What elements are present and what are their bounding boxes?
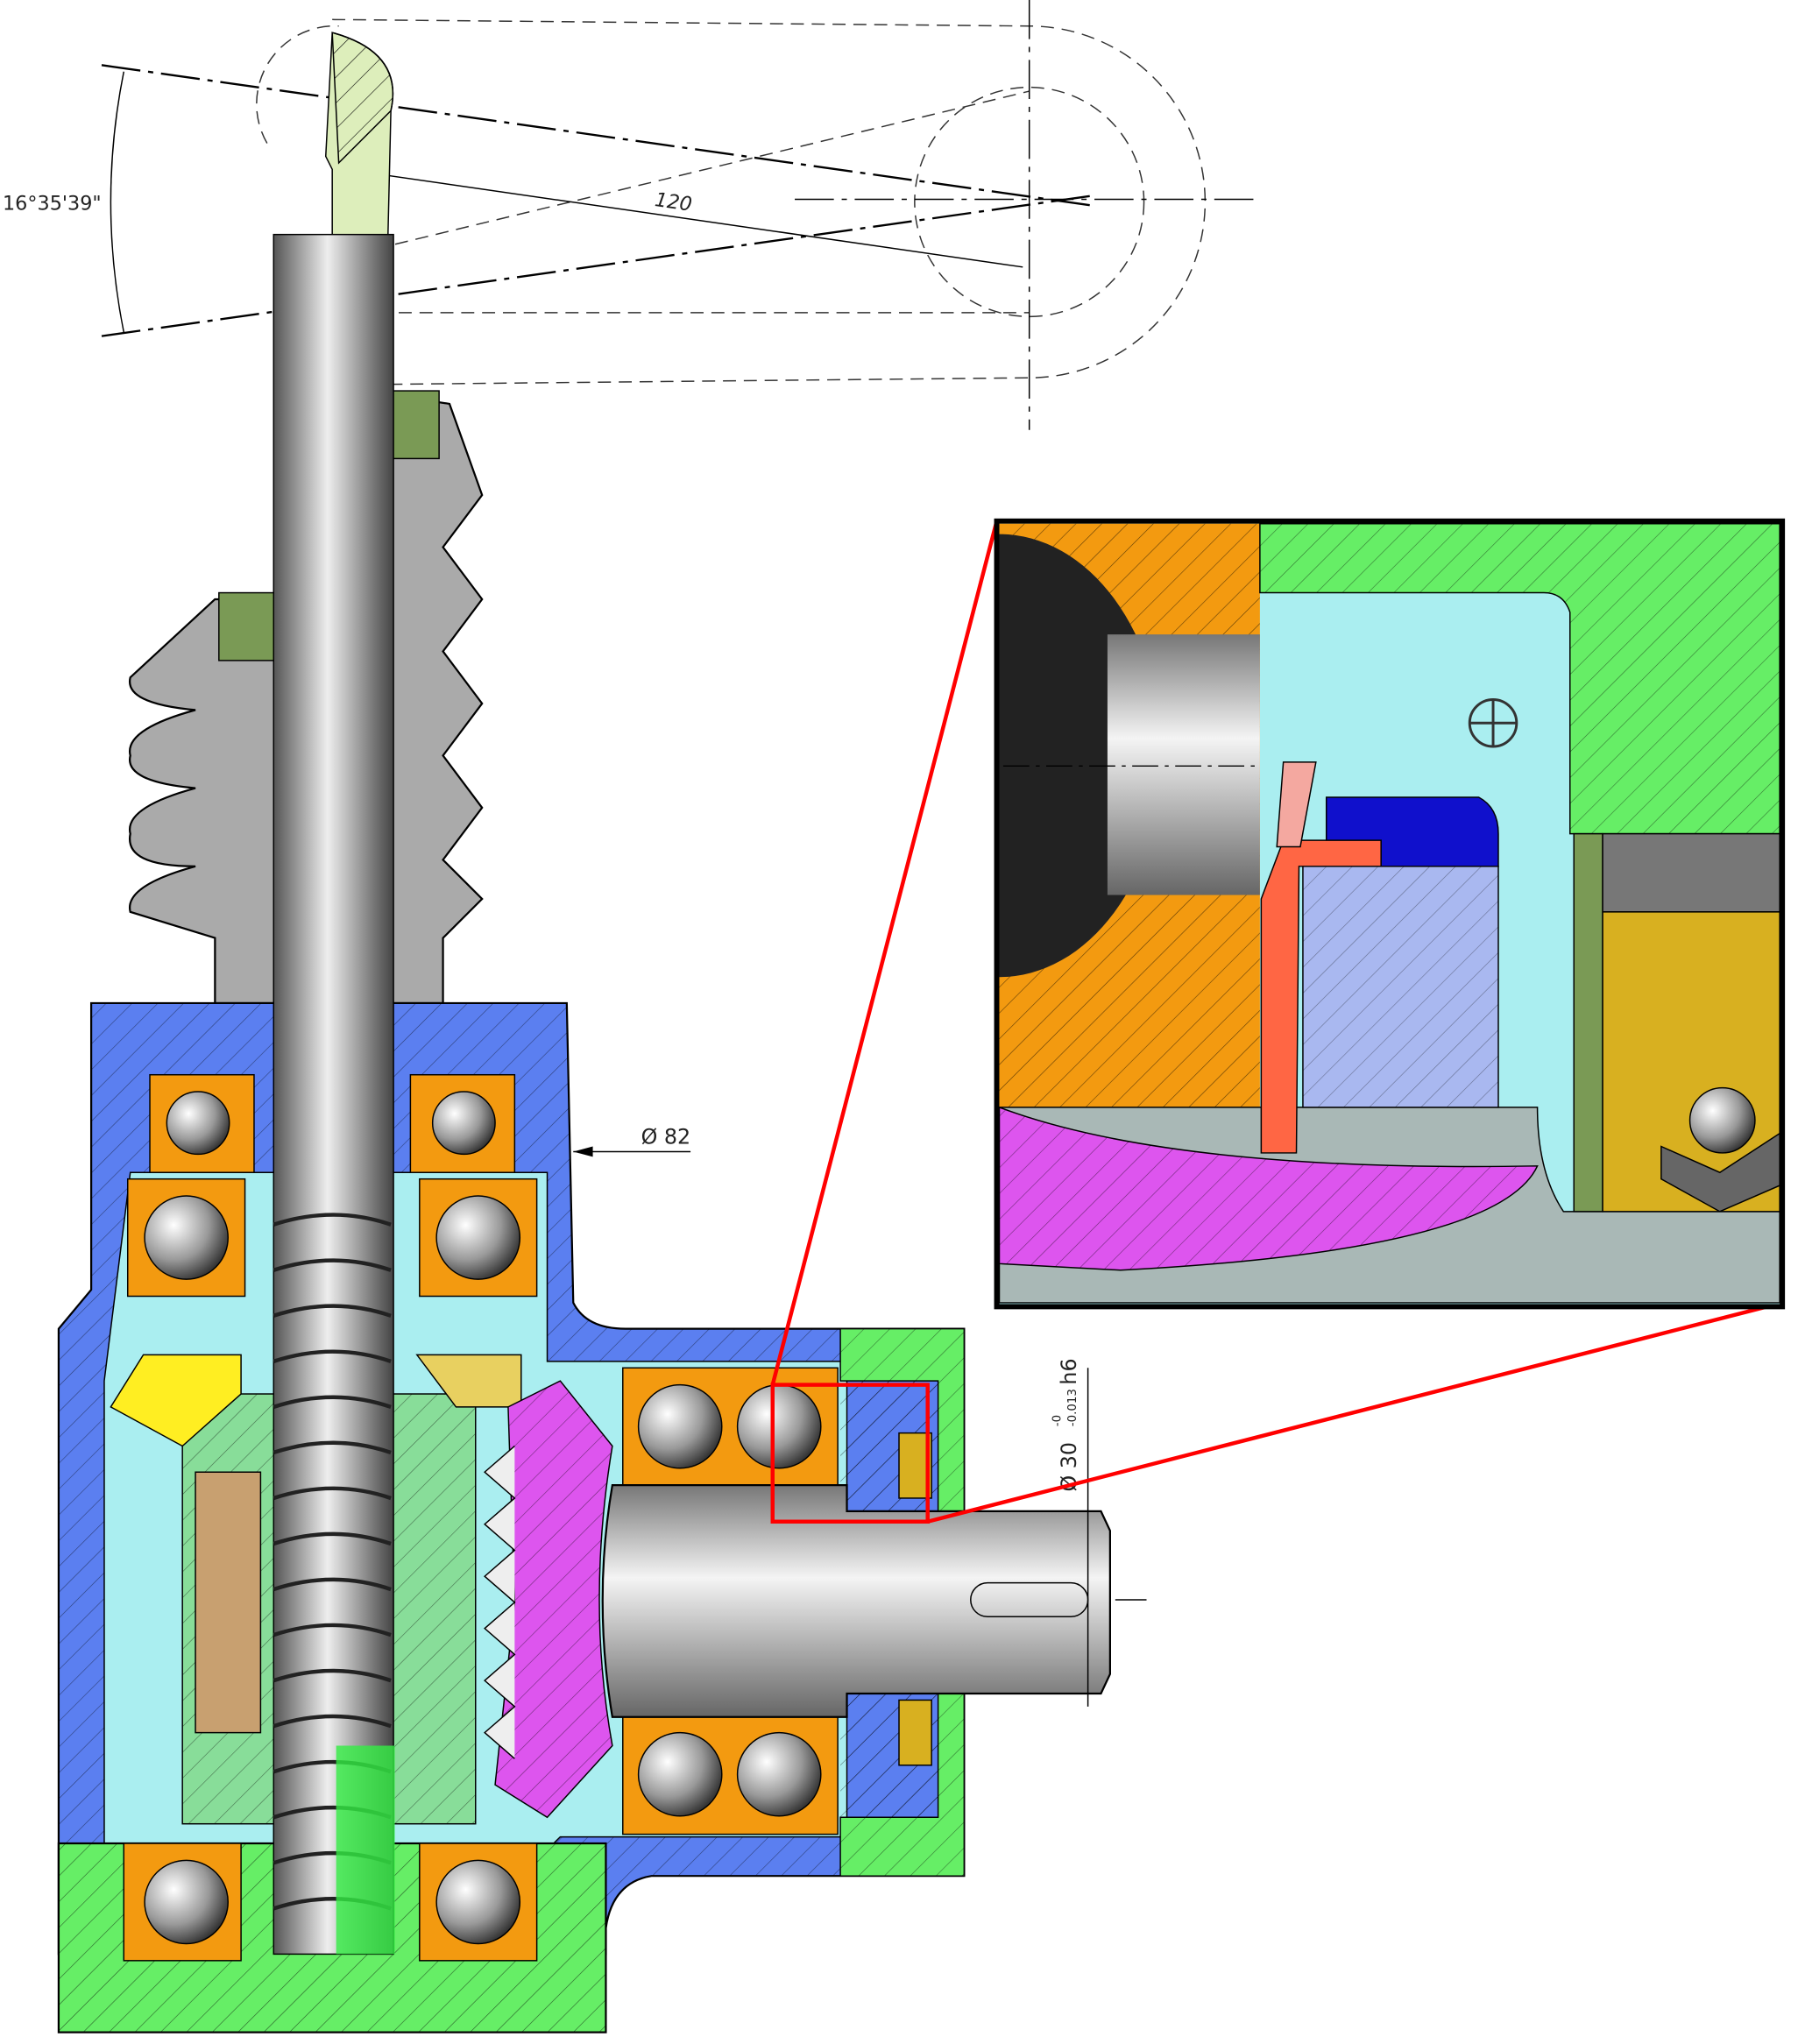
screw-thread [273, 1213, 392, 1911]
callout-line-bottom [927, 1300, 1783, 1524]
yellow-segment-left [110, 1354, 242, 1447]
svg-text:h6: h6 [1057, 1358, 1081, 1384]
ball-return [195, 1471, 262, 1734]
lever-construction [256, 18, 1207, 385]
detail-highlight-box [770, 1383, 930, 1524]
angle-dimension: 16°35'39" [3, 192, 102, 215]
screw-shaft [273, 233, 394, 1956]
length-dimension-line [344, 168, 1023, 268]
lever-eye [331, 32, 394, 165]
svg-text:-0.013: -0.013 [1066, 1389, 1080, 1426]
shaft-diameter-dimension: Ø 30 -0 -0.013 h6 [1051, 1358, 1081, 1491]
gear-teeth [484, 1445, 516, 1759]
shaft-seal-bottom [898, 1699, 932, 1766]
diameter-82-arrow [573, 1146, 593, 1157]
bearings [123, 1073, 839, 1962]
detail-inset [994, 518, 1786, 1310]
center-mark-icon [1468, 697, 1518, 748]
svg-text:-0: -0 [1051, 1415, 1064, 1426]
length-dimension: 120 [654, 188, 694, 216]
housing-diameter-dimension: Ø 82 [641, 1125, 691, 1149]
shaft-green-end [336, 1745, 395, 1955]
gear-sector-hatch [495, 1381, 612, 1818]
angle-dimension-arc [110, 71, 125, 333]
output-shaft [601, 1483, 1111, 1718]
callout-line-top [770, 520, 999, 1386]
